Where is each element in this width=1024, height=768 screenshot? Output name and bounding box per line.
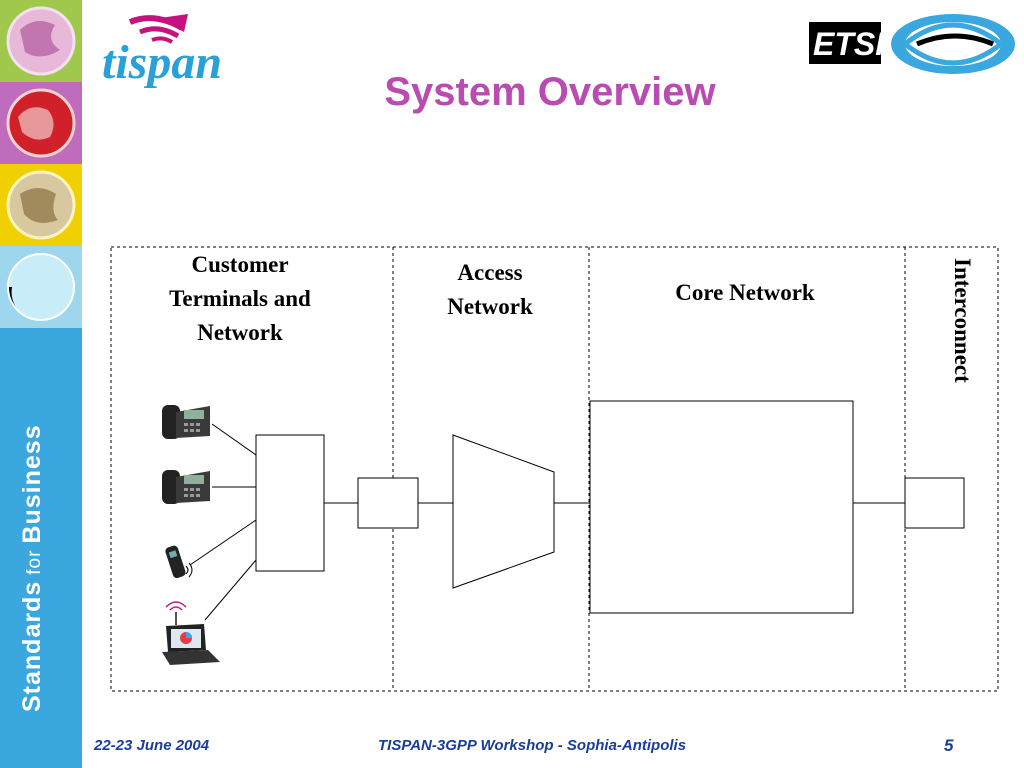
svg-text:tispan: tispan [102,36,222,89]
globe-icon [6,88,76,158]
globe-icon [6,170,76,240]
core-network-label: Core Network [675,280,815,305]
globe-icon [6,6,76,76]
slide-title: System Overview [384,70,716,114]
footer-event: TISPAN-3GPP Workshop - Sophia-Antipolis [378,737,687,754]
wireless-laptop-icon [162,601,220,665]
mobile-phone-icon [165,545,193,579]
globe-icon [7,253,75,321]
interconnect-box [904,477,965,529]
globe-tile-magenta [0,82,82,164]
etsi-logo: ETSI [805,10,1020,85]
link-mobile [189,519,257,566]
access-node-trapezoid [452,434,555,589]
globe-tile-yellow [0,164,82,246]
link-laptop [204,559,257,621]
tispan-logo: tispan [100,10,275,95]
interconnect-label: Interconnect [950,258,975,383]
globe-tile-green [0,0,82,82]
page-number: 5 [944,736,954,755]
access-network-label: Access Network [447,260,533,319]
customer-gateway-box [255,434,325,572]
globe-tile-blue [0,246,82,328]
customer-network-label: Customer Terminals and Network [169,252,311,345]
svg-text:ETSI: ETSI [813,26,885,62]
desk-phone-icon [162,405,210,439]
sidebar: StandardsforBusiness [0,0,82,768]
desk-phone-icon [162,470,210,504]
core-network-box [589,400,854,614]
footer-date: 22-23 June 2004 [94,737,210,754]
network-termination-box [357,477,419,529]
link-phone-1 [211,423,257,456]
